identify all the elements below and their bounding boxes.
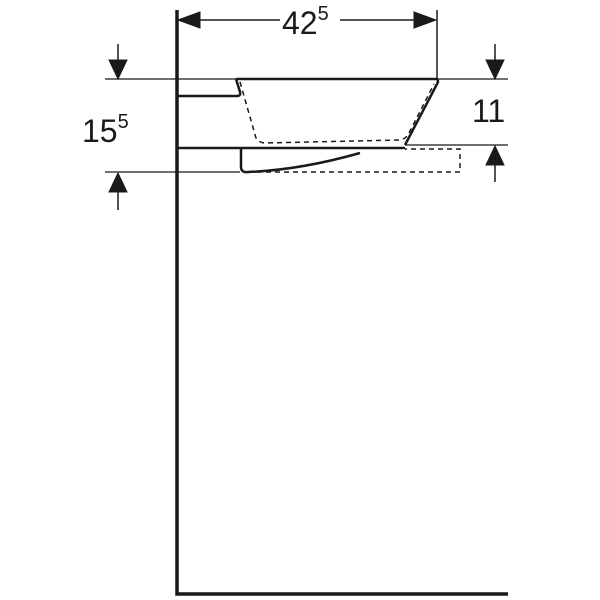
basin-height-arrow-down-icon <box>485 59 505 81</box>
basin-height-arrow-up-icon <box>485 144 505 166</box>
width-arrow-left-icon <box>176 11 201 29</box>
wall-line <box>175 10 508 596</box>
width-label: 425 <box>282 3 329 41</box>
height-arrow-up-icon <box>108 171 128 193</box>
width-arrow-right-icon <box>413 11 438 29</box>
basin-height-label: 11 <box>472 93 505 129</box>
basin-outline <box>236 77 440 146</box>
mounting-bracket <box>177 78 242 98</box>
underside-curve <box>239 148 361 174</box>
basin-inner-dashed <box>239 81 435 144</box>
underside-dashed <box>248 148 461 173</box>
height-arrow-down-icon <box>108 59 128 81</box>
total-height-label: 155 <box>82 111 129 149</box>
